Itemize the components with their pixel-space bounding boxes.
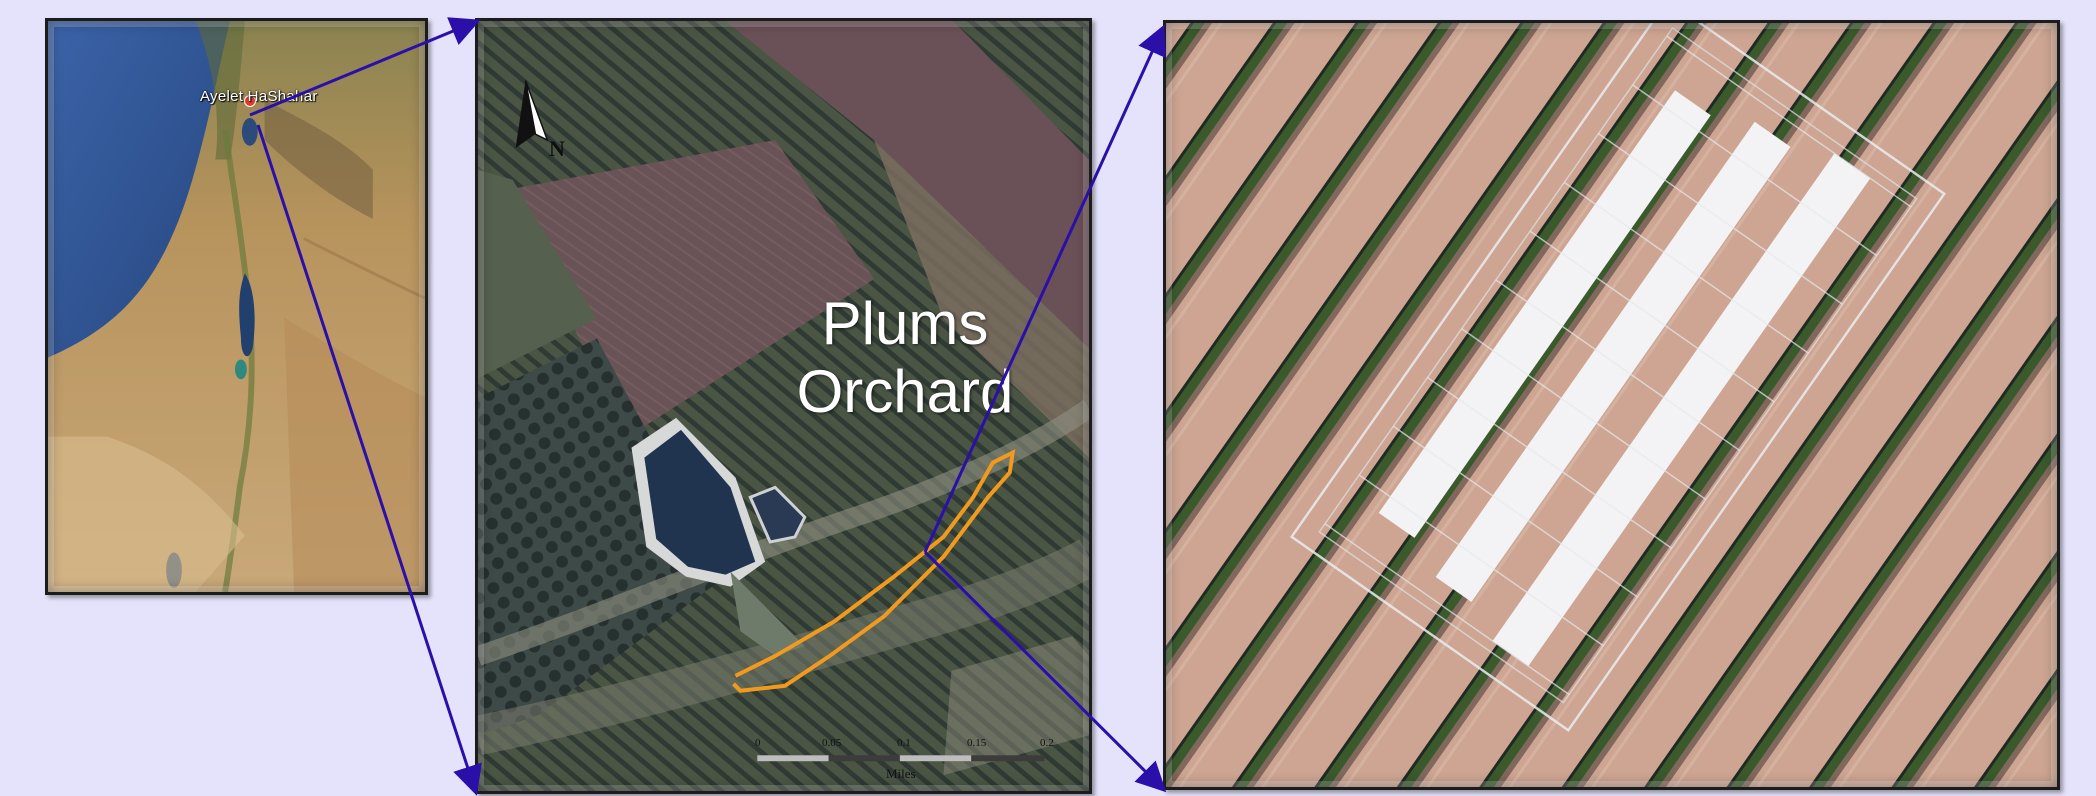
scale-tick: 0.2 [1040,737,1054,749]
orchard-label-line1: Plums [821,290,989,357]
rain-exclusion-structure [1289,23,1947,733]
place-label: Ayelet HaShahar [200,88,318,105]
scale-tick: 0.1 [897,737,911,749]
dead-sea-south [235,359,247,380]
scale-unit: Miles [886,766,916,781]
orchard-label-line2: Orchard [796,358,1014,425]
plums-orchard-label: Plums Orchard [775,290,1035,426]
regional-map-graphic [48,21,425,592]
lake-kinneret [241,117,258,146]
sea-area [48,21,231,358]
scale-tick: 0 [755,737,761,749]
north-label: N [549,136,565,161]
orchard-closeup-graphic [1166,23,2057,787]
scale-tick: 0.15 [967,737,987,749]
scale-tick: 0.05 [822,737,842,749]
orchard-closeup-image [1163,20,2060,790]
reservoir-water [644,429,756,575]
dead-sea-north [239,273,255,357]
